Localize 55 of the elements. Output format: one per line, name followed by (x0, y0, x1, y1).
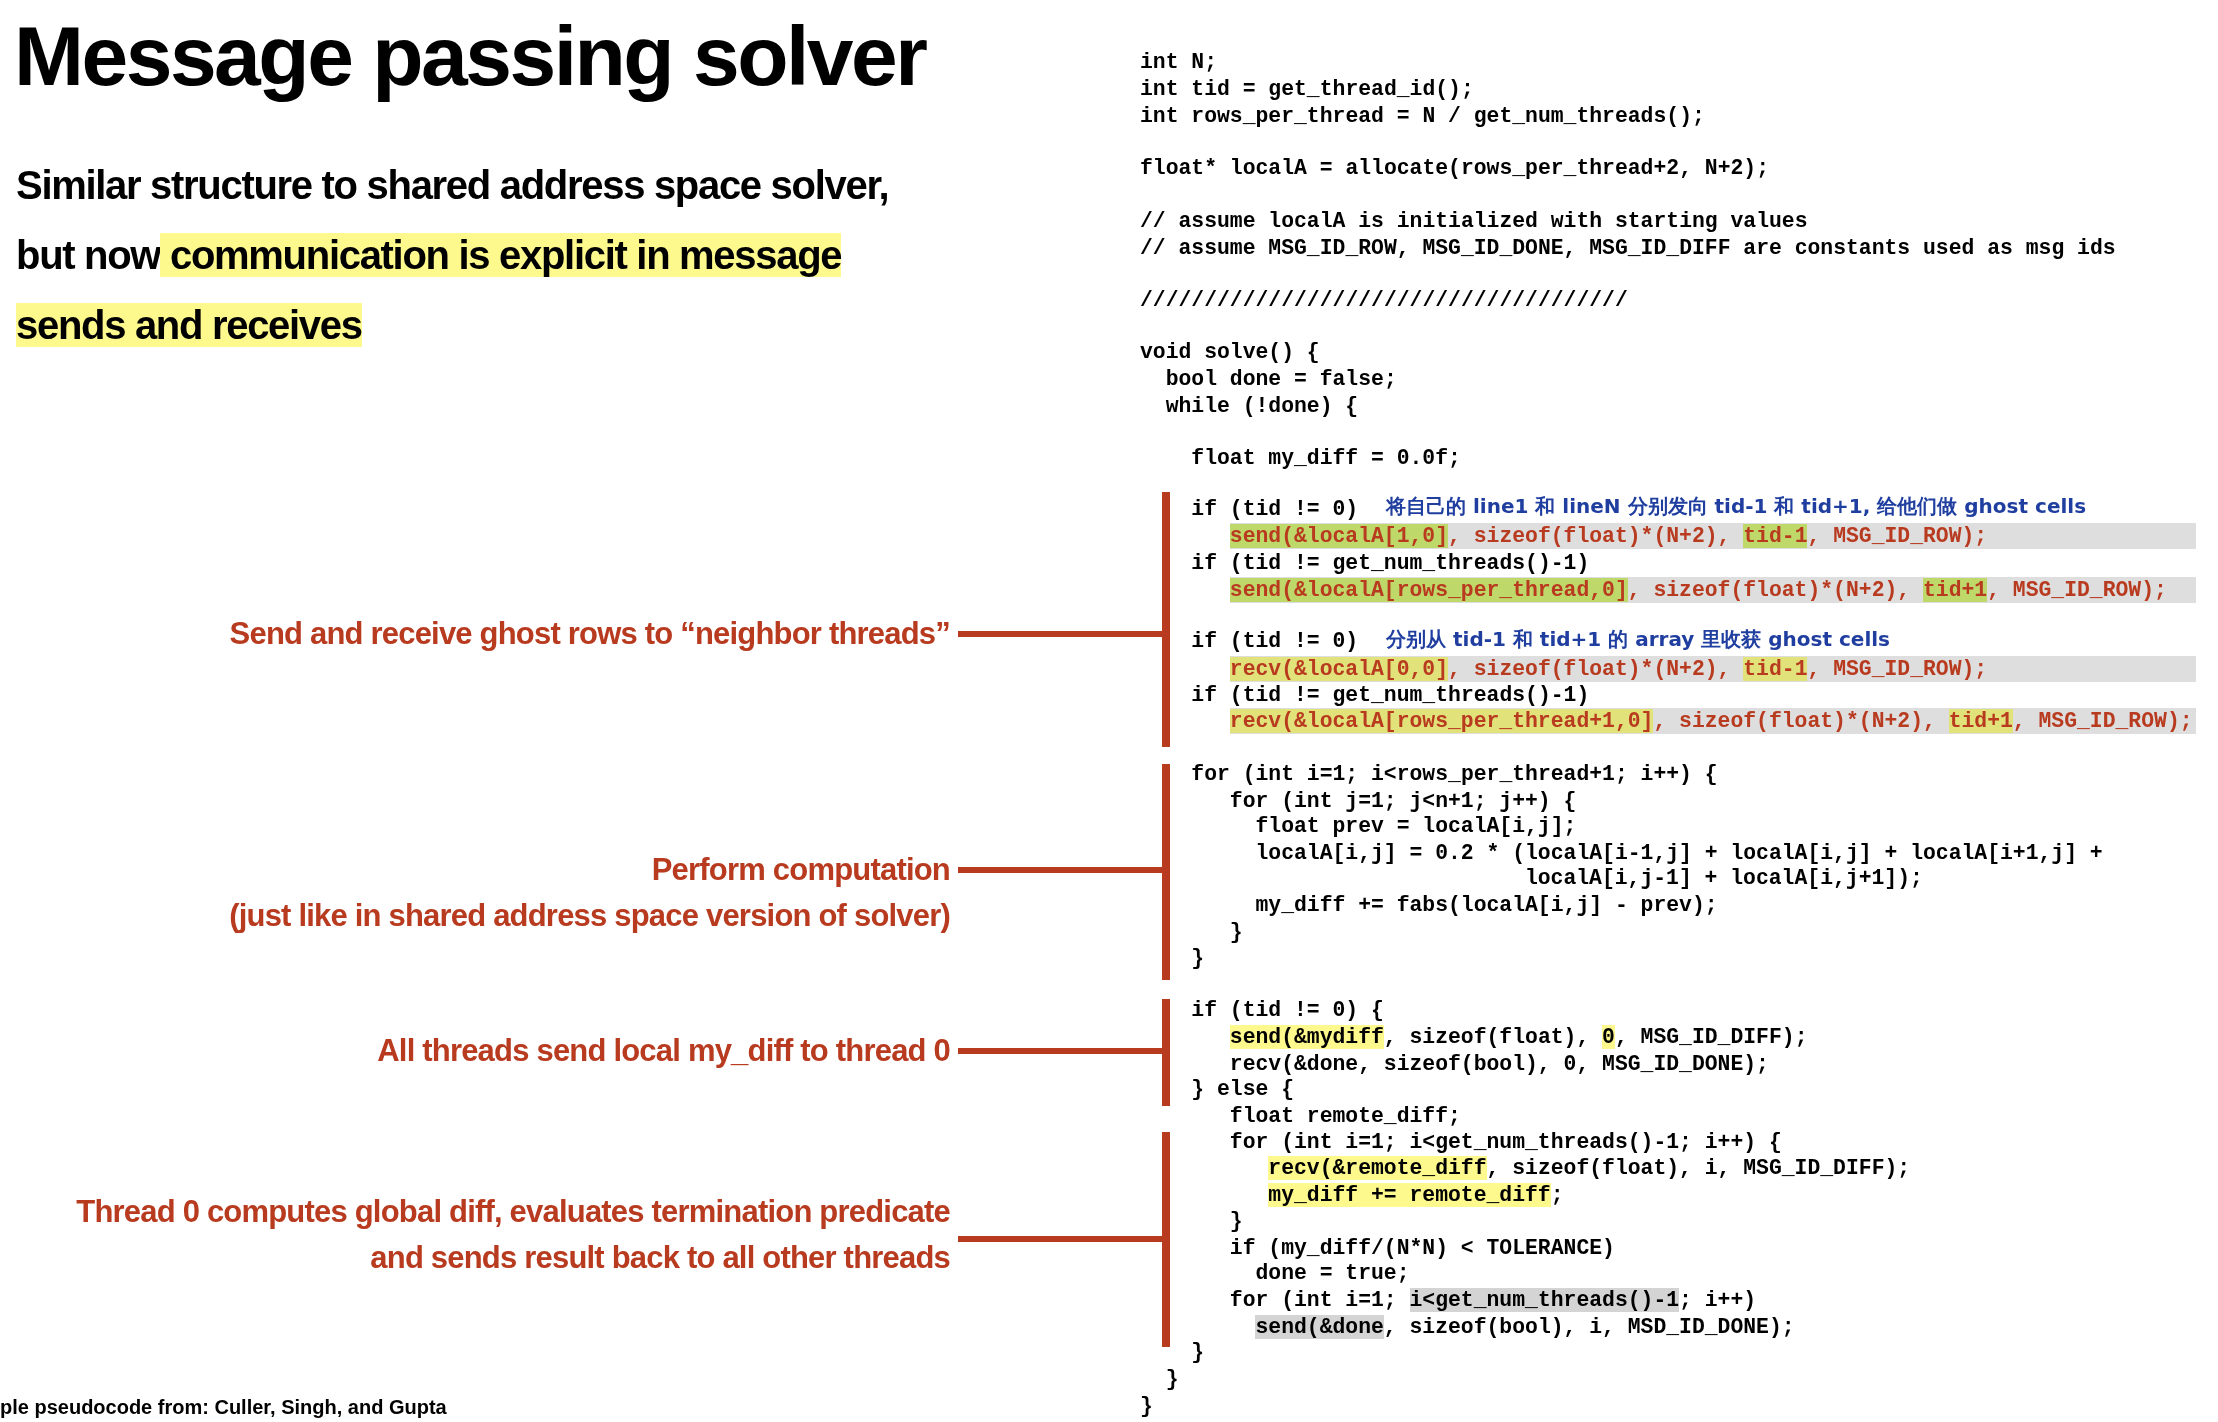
code-line: } (1229, 1208, 1243, 1234)
code-line: for (int i=1; i<get_num_threads()-1; i++) (1229, 1287, 1757, 1313)
code-line: float* localA = allocate(rows_per_thread+2, N+2); (1140, 155, 1769, 181)
code-line: done = true; (1255, 1260, 1410, 1286)
bracket-bar (1162, 764, 1170, 980)
leader-line (958, 867, 1162, 873)
code-line: if (tid != get_num_threads()-1) (1191, 550, 1590, 576)
code-line: int tid = get_thread_id(); (1140, 76, 1474, 102)
code-line: } else { (1191, 1076, 1294, 1102)
code-line: } (1140, 1393, 1153, 1419)
leader-line (958, 1048, 1162, 1054)
leader-line (958, 1236, 1162, 1242)
annotation-text: Perform computation (650, 851, 950, 889)
slide-title: Message passing solver (14, 8, 926, 105)
code-line: // assume localA is initialized with starting values (1140, 208, 1808, 234)
code-line: int N; (1140, 49, 1218, 75)
code-comment: 分别从 tid-1 和 tid+1 的 array 里收获 ghost cells (1386, 626, 1890, 652)
code-line: } (1165, 1366, 1179, 1392)
code-line: send(&done, sizeof(bool), i, MSD_ID_DONE); (1255, 1314, 1795, 1340)
code-line: bool done = false; (1165, 366, 1397, 392)
leader-line (958, 631, 1162, 637)
code-line: if (tid != 0) { (1191, 997, 1384, 1023)
annotation-text: Thread 0 computes global diff, evaluates termination predicate and sends result back to all other threads (75, 1193, 950, 1277)
bracket-bar (1162, 999, 1170, 1106)
bracket-bar (1162, 1132, 1170, 1347)
code-line: ////////////////////////////////////// (1140, 287, 1628, 313)
code-line: } (1229, 919, 1243, 945)
code-comment: 将自己的 line1 和 lineN 分别发向 tid-1 和 tid+1, 给他们做 ghost cells (1386, 493, 2087, 519)
annotation-text: All threads send local my_diff to thread 0 (376, 1032, 950, 1070)
code-line: for (int i=1; i<get_num_threads()-1; i++) { (1229, 1129, 1782, 1155)
code-line: send(&mydiff, sizeof(float), 0, MSG_ID_DIFF); (1229, 1024, 1808, 1050)
code-line: my_diff += fabs(localA[i,j] - prev); (1255, 892, 1718, 918)
citation-text: ple pseudocode from: Culler, Singh, and Gupta (0, 1396, 447, 1419)
code-line: while (!done) { (1165, 393, 1359, 419)
code-line: for (int j=1; j<n+1; j++) { (1229, 788, 1577, 814)
code-line: int rows_per_thread = N / get_num_threads(); (1140, 103, 1705, 129)
code-line: } (1191, 1339, 1205, 1365)
code-line: float my_diff = 0.0f; (1191, 445, 1461, 471)
code-line: if (tid != 0) (1191, 628, 1359, 654)
code-line: if (my_diff/(N*N) < TOLERANCE) (1229, 1235, 1615, 1261)
annotation-text: (just like in shared address space version of solver) (228, 897, 950, 935)
code-line: if (tid != get_num_threads()-1) (1191, 682, 1590, 708)
code-line: for (int i=1; i<rows_per_thread+1; i++) { (1191, 761, 1718, 787)
bracket-bar (1162, 492, 1170, 747)
code-line: recv(&remote_diff, sizeof(float), i, MSG_ID_DIFF); (1268, 1155, 1911, 1181)
code-line: if (tid != 0) (1191, 496, 1359, 522)
code-line: float remote_diff; (1229, 1103, 1461, 1129)
code-line: void solve() { (1140, 339, 1320, 365)
code-line: localA[i,j] = 0.2 * (localA[i-1,j] + localA[i,j] + localA[i+1,j] + (1255, 840, 2103, 866)
code-line: } (1191, 945, 1205, 971)
code-line: recv(&done, sizeof(bool), 0, MSG_ID_DONE); (1229, 1051, 1769, 1077)
code-line: // assume MSG_ID_ROW, MSG_ID_DONE, MSG_ID_DIFF are constants used as msg ids (1140, 235, 2116, 261)
code-line: float prev = localA[i,j]; (1255, 813, 1577, 839)
code-line: localA[i,j-1] + localA[i,j+1]); (1524, 865, 1923, 891)
annotation-text: Send and receive ghost rows to “neighbor threads” (228, 615, 950, 653)
